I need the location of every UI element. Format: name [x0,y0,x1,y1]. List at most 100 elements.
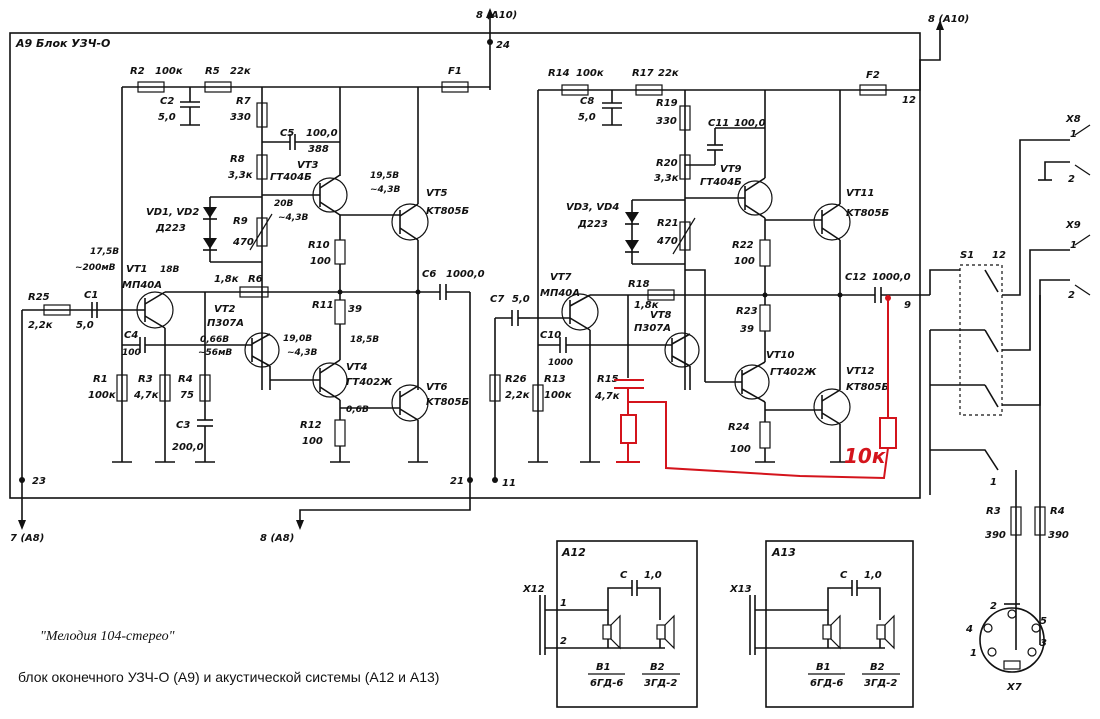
vt4-type: ГТ402Ж [346,377,393,388]
red-resistor-left [620,414,637,444]
r9-value: 470 [232,237,254,248]
terminal-dot [492,477,498,483]
resistor-r19 [679,105,691,131]
resistor-r21 [679,221,691,251]
volt-20: 20В [274,199,294,209]
wire [744,177,766,192]
r26-value: 2,2к [505,390,530,401]
f2-label: F2 [866,70,880,81]
c8-label: C8 [580,96,594,107]
terminal-dot [19,477,25,483]
speaker-b2-cone [884,614,895,650]
resistor-r2 [137,81,165,93]
r5-value: 22к [230,66,251,77]
wire [821,203,841,217]
resistor-r17 [635,84,663,96]
volt-56: ~56мВ [198,348,232,358]
din-pin-4 [983,623,993,633]
speaker-b1-cone [830,614,841,650]
r3-label: R3 [138,374,153,385]
vt5-label: VT5 [426,188,448,199]
wire [399,203,419,217]
r22-label: R22 [732,240,754,251]
r6-value: 1,8к [214,274,239,285]
vt6-type: KT805Б [426,397,469,408]
vt6-label: VT6 [426,382,448,393]
diode-vd2 [203,238,217,249]
wire [545,587,632,611]
r20-value: 3,3к [654,173,679,184]
c3-label: C3 [176,420,190,431]
wire [569,317,591,331]
r10-label: R10 [308,240,330,251]
wire [251,355,271,367]
c8-value: 5,0 [578,112,596,123]
resistor-r6 [239,286,269,298]
x7-label: X7 [1006,682,1022,693]
pin-23: 23 [32,476,46,487]
jack-icon [1074,164,1091,176]
a13-b2-label: B2 [870,662,885,673]
c10-value: 1000 [548,358,573,368]
vt3-label: VT3 [297,160,319,171]
volt-175: 17,5В [90,247,119,257]
wire [299,480,471,522]
wire [1002,139,1070,296]
r8-label: R8 [230,154,245,165]
a9-block-frame [9,32,921,499]
switch-blade [984,384,999,408]
x8-pin2: 2 [1068,174,1075,185]
din-pin-5 [1031,623,1041,633]
vt8-type: П307А [634,323,671,334]
wire [741,388,766,403]
transistor-vt7 [561,293,599,331]
arrow-up-icon [486,8,494,18]
c4-value: 100 [122,348,141,358]
vt12-label: VT12 [846,366,875,377]
r14-value: 100к [576,68,604,79]
vt8-label: VT8 [650,310,672,321]
resistor-r24 [759,421,771,449]
switch-blade [930,449,999,471]
diode-vd4 [625,240,639,251]
din-pin-1 [987,647,997,657]
r15-label: R15 [597,374,619,385]
terminal-dot [467,477,473,483]
volt-18: 18В [160,265,180,275]
volt-195: 19,5В [370,171,399,181]
vt2-label: VT2 [214,304,236,315]
c11-label: C11 [708,118,729,129]
resistor-r14 [561,84,589,96]
speaker-b2-icon [656,624,666,640]
r2-label: R2 [130,66,145,77]
x13-label: X13 [729,584,752,595]
pin-9: 9 [904,300,911,311]
potentiometer-arrow [249,213,273,251]
vt2-type: П307А [207,318,244,329]
r25-value: 2,2к [28,320,53,331]
a12-b1-label: B1 [596,662,611,673]
transistor-vt11 [813,203,851,241]
arrow-down-icon [296,520,304,530]
wire [741,361,766,376]
potentiometer-arrow [672,217,696,255]
c11-value: 100,0 [734,118,766,129]
vt5-type: KT805Б [426,206,469,217]
a12-pin1: 1 [560,598,567,609]
r1-value: 100к [88,390,116,401]
wire [319,201,341,216]
a12-b2-label: B2 [650,662,665,673]
r26-label: R26 [505,374,527,385]
wire [399,385,419,398]
r12-label: R12 [300,420,322,431]
c10-label: C10 [540,330,561,341]
transistor-vt6 [391,384,429,422]
junction-dot [337,289,343,295]
r24-value: 100 [730,444,751,455]
din-pin-3 [1027,647,1037,657]
junction-dot [837,292,843,298]
c7-label: C7 [490,294,504,305]
vt9-label: VT9 [720,164,742,175]
c12-value: 1000,0 [872,272,911,283]
resistor-r18 [647,289,675,301]
